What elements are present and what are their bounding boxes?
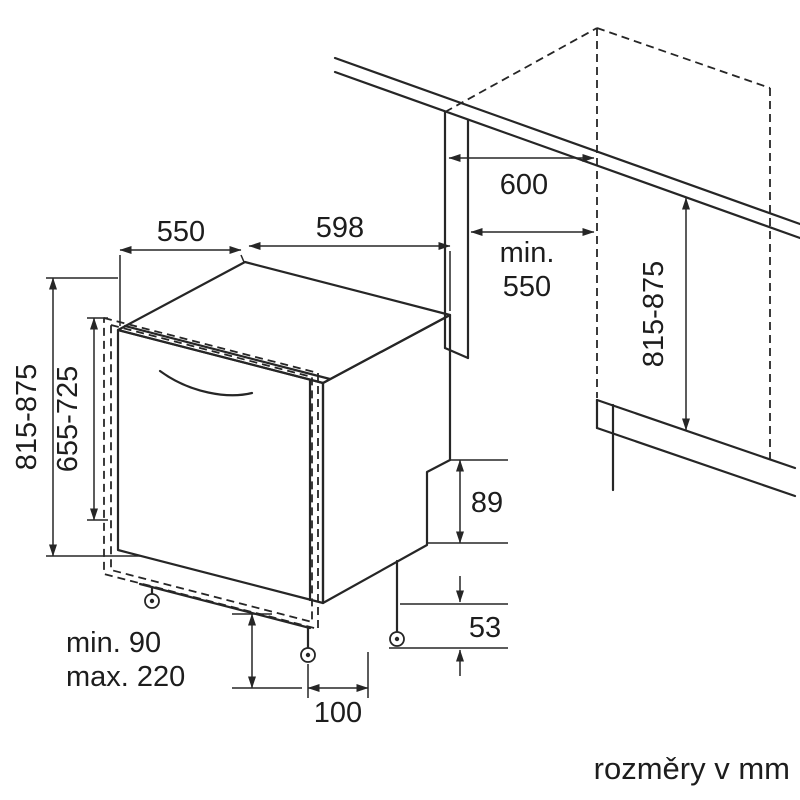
dim-label-89: 89 <box>471 487 503 519</box>
dimension-door-height: 655-725 <box>52 317 108 521</box>
dimension-height-left: 815-875 <box>11 277 140 557</box>
dimension-niche-depth-min550: min. 550 <box>470 228 595 303</box>
dim-label-min-prefix: min. <box>500 237 555 269</box>
dim-label-door-height: 655-725 <box>52 366 84 472</box>
dimension-foot-53: 53 <box>389 576 508 676</box>
dimension-plinth-range: min. 90 max. 220 <box>66 613 302 693</box>
cabinet-base <box>595 398 797 498</box>
dishwasher-front-face <box>116 328 325 605</box>
worktop-lines <box>333 56 800 240</box>
dimension-width-598: 598 <box>248 212 451 311</box>
dimension-niche-height: 815-875 <box>638 197 690 431</box>
dim-label-53: 53 <box>469 612 501 644</box>
dim-label-100: 100 <box>314 697 362 729</box>
dim-label-width-598: 598 <box>316 212 364 244</box>
furniture-door-dashed-outline <box>103 317 319 630</box>
niche-side-panel <box>443 110 470 360</box>
dim-label-niche-height: 815-875 <box>638 261 670 367</box>
niche-dashed-outline <box>444 27 771 459</box>
dim-label-plinth-min: min. 90 <box>66 627 161 659</box>
dim-label-plinth-max: max. 220 <box>66 661 185 693</box>
dim-label-niche-600: 600 <box>500 169 548 201</box>
dishwasher-side-face <box>321 313 452 605</box>
dimension-depth-550: 550 <box>119 216 245 326</box>
units-note: rozměry v mm <box>594 751 790 786</box>
dimension-base-89: 89 <box>427 459 508 544</box>
dim-label-height-left: 815-875 <box>11 364 43 470</box>
dimension-niche-600: 600 <box>448 154 595 201</box>
dim-label-niche-550: 550 <box>503 271 551 303</box>
plinth-and-feet <box>138 559 405 663</box>
dimension-toekick-100: 100 <box>307 652 369 729</box>
door-handle <box>158 369 254 397</box>
dim-label-depth-550: 550 <box>157 216 205 248</box>
